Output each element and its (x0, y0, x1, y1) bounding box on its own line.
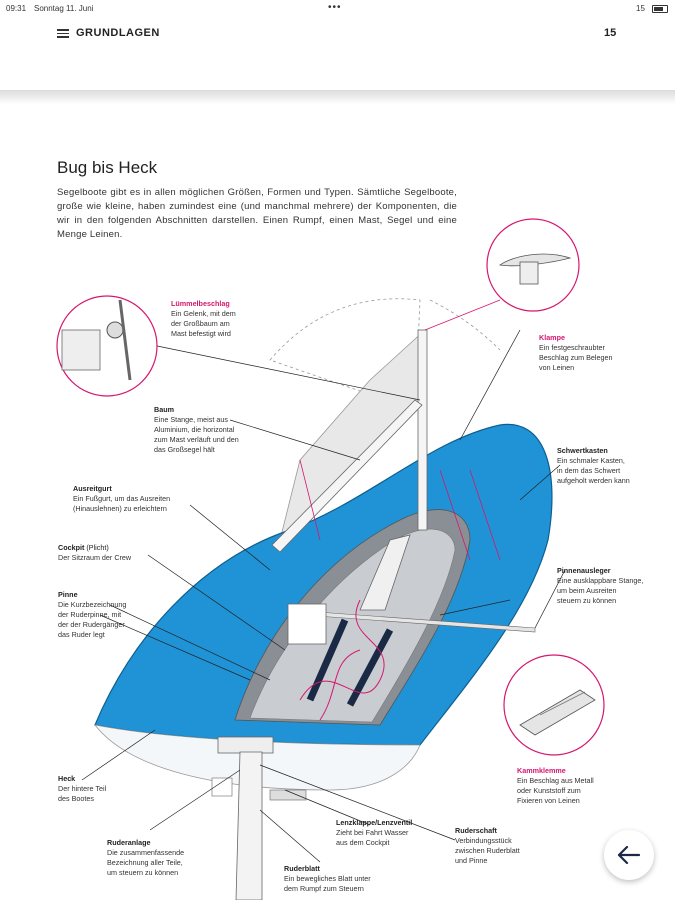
mast (417, 329, 428, 531)
intro-paragraph: Segelboote gibt es in allen möglichen Gr… (57, 187, 457, 240)
label-ruderschaft: Ruderschaft Verbindungsstück zwischen Ru… (455, 826, 520, 865)
label-ruderblatt: Ruderblatt Ein bewegliches Blatt unter d… (284, 864, 371, 893)
battery-icon (652, 5, 668, 13)
chapter-title[interactable]: GRUNDLAGEN (76, 27, 160, 39)
rudder-blade (235, 751, 263, 900)
header-divider (0, 90, 675, 104)
status-time: 09:31 (6, 4, 27, 13)
reader-header: GRUNDLAGEN 15 (0, 18, 675, 90)
label-cockpit: Cockpit (Plicht) Der Sitzraum der Crew (58, 543, 132, 562)
label-pinnenausleger: Pinnenausleger Eine ausklappbare Stange,… (557, 566, 644, 605)
rudder-head (217, 736, 274, 754)
status-date: Sonntag 11. Juni (34, 4, 94, 13)
label-ausreitgurt: Ausreitgurt Ein Fußgurt, um das Ausreite… (73, 484, 171, 513)
section-title: Bug bis Heck (57, 158, 158, 177)
label-kammklemme: Kammklemme Ein Beschlag aus Metall oder … (517, 766, 594, 805)
page-number: 15 (604, 27, 617, 39)
label-lenzklappe: Lenzklappe/Lenzventil Zieht bei Fahrt Wa… (336, 818, 413, 847)
book-menu-icon[interactable] (57, 29, 69, 38)
centerboard-case (359, 534, 411, 611)
battery-level: 15 (636, 4, 645, 13)
back-button[interactable] (604, 830, 654, 880)
label-heck: Heck Der hintere Teil des Bootes (58, 774, 107, 803)
luemmel-detail-circle (56, 295, 158, 397)
label-pinne: Pinne Die Kurzbezeichnung der Ruderpinne… (58, 590, 127, 639)
boom (271, 399, 423, 553)
label-title: Lümmelbeschlag (171, 299, 230, 308)
kammklemme-detail-circle (503, 654, 605, 756)
klampe-detail-circle (486, 218, 580, 312)
label-ruderanlage: Ruderanlage Die zusammenfassende Bezeich… (107, 838, 185, 877)
hiking-strap (306, 618, 349, 702)
self-bailer (269, 789, 307, 801)
label-luemmelbeschlag: Lümmelbeschlag Ein Gelenk, mit dem der G… (171, 299, 281, 339)
status-bar: 09:31 Sonntag 11. Juni ••• 15 (0, 0, 675, 18)
label-baum: Baum Eine Stange, meist aus Aluminium, d… (154, 405, 239, 454)
label-schwertkasten: Schwertkasten Ein schmaler Kasten, in de… (557, 446, 630, 485)
window-dots-icon[interactable]: ••• (328, 2, 342, 13)
arrow-left-icon (617, 845, 641, 865)
label-klampe: Klampe Ein festgeschraubter Beschlag zum… (539, 333, 613, 372)
